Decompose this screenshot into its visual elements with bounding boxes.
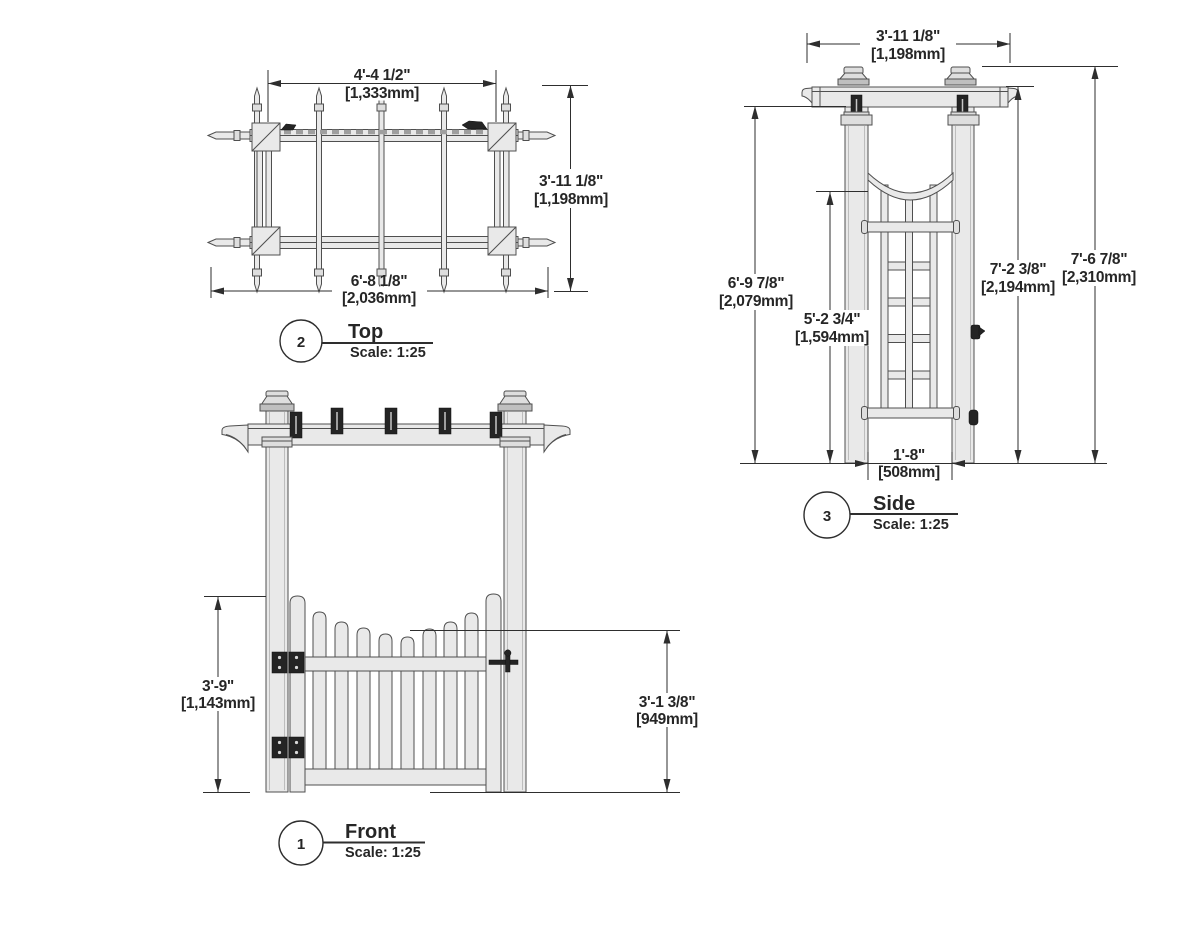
view-number: 1 [297,836,305,853]
top-beam-right-stub [515,131,557,140]
front-view-label: 1 Front Scale: 1:25 [278,820,425,866]
dim-text: 3'-9" [202,678,234,695]
side-view: 3'-11 1/8" [1,198mm] 6'-9 7/8" [2,079mm]… [711,27,1142,539]
view-number-bubble [279,319,323,363]
dim-text: [1,333mm] [345,85,419,102]
view-scale: Scale: 1:25 [350,345,426,361]
trellis-top-rail [865,221,957,233]
gate-right-stile [485,593,502,793]
dim-text: 1'-8" [893,447,925,464]
dim-text: 3'-1 3/8" [639,694,696,711]
dim-text: [1,143mm] [181,695,255,712]
bottom-beam-left-stub [206,238,253,247]
bottom-beam-right-stub [515,238,557,247]
dim-text: [1,198mm] [871,46,945,63]
dim-side-post-spacing: 1'-8" [508mm] [855,447,965,481]
dim-side-arch-clearance: 5'-2 3/4" [1,594mm] [794,191,872,463]
dim-top-rafter-span: 4'-4 1/2" [1,333mm] [267,67,497,122]
dim-text: 7'-6 7/8" [1071,251,1128,268]
gate-left-stile [289,595,306,793]
dim-text: [1,594mm] [795,329,869,346]
top-beam-right-collar [522,130,530,141]
dim-top-depth: 3'-11 1/8" [1,198mm] [527,85,615,292]
dim-text: [1,198mm] [534,191,608,208]
top-beam-left-stub [206,131,253,140]
trellis-bottom-rail [865,407,957,419]
dim-side-beam-span: 3'-11 1/8" [1,198mm] [806,27,1011,63]
dim-text: [508mm] [878,464,940,481]
dim-text: 5'-2 3/4" [804,311,861,328]
dim-text: 6'-9 7/8" [728,275,785,292]
side-header-beam [811,86,1009,108]
dim-front-latch-height: 3'-1 3/8" [949mm] [410,630,706,792]
left-post-collar [261,436,293,448]
view-title: Side [873,493,915,515]
gate-hinge-top [271,651,305,674]
dim-front-gate-height: 3'-9" [1,143mm] [180,596,266,792]
dim-text: [2,036mm] [342,290,416,307]
rafters-plan [252,86,511,294]
front-view: 3'-9" [1,143mm] 3'-1 3/8" [949mm] 1 Fron… [180,390,706,866]
post-caps-plan [251,122,517,256]
gate-top-rail [304,656,487,672]
dim-side-beam-top: 7'-2 3/8" [2,194mm] [976,86,1060,463]
top-view: 4'-4 1/2" [1,333mm] 3'-11 1/8" [1,198mm]… [206,67,615,363]
dim-text: 7'-2 3/8" [990,261,1047,278]
view-scale: Scale: 1:25 [345,845,421,861]
side-trellis [861,171,960,420]
gate-pickets [312,611,479,784]
dim-text: [2,194mm] [981,279,1055,296]
side-post-collar [840,114,873,126]
gate-latch [488,649,519,673]
side-latch-hardware [968,324,986,426]
dim-side-overall-height: 7'-6 7/8" [2,310mm] [982,66,1142,463]
dim-text: [2,079mm] [719,293,793,310]
dim-text: 4'-4 1/2" [354,67,411,84]
side-view-label: 3 Side Scale: 1:25 [803,491,958,539]
dim-text: 3'-11 1/8" [876,28,940,45]
dim-text: 6'-8 1/8" [351,273,408,290]
right-post-collar [499,436,531,448]
gate [271,593,519,793]
top-view-label: 2 Top Scale: 1:25 [279,319,433,363]
view-title: Front [345,821,396,843]
dim-text: [949mm] [636,711,698,728]
side-post-caps [837,66,977,86]
rafter-brackets [289,407,503,439]
dim-top-overall-width: 6'-8 1/8" [2,036mm] [210,267,549,307]
top-beam-left-collar [233,130,241,141]
front-post-caps [259,390,533,412]
gate-bottom-rail [304,768,487,786]
hinge-plan-icon [280,123,297,131]
gate-hinge-bottom [271,736,305,759]
view-title: Top [348,321,383,343]
dim-side-under-beam: 6'-9 7/8" [2,079mm] [711,106,846,463]
view-scale: Scale: 1:25 [873,517,949,533]
dim-text: [2,310mm] [1062,269,1136,286]
trellis-arch [867,171,954,201]
trellis-edge-plan [256,150,263,228]
latch-plan-icon [461,120,488,130]
view-number: 2 [297,334,305,351]
view-number: 3 [823,508,831,525]
dim-text: 3'-11 1/8" [539,173,603,190]
